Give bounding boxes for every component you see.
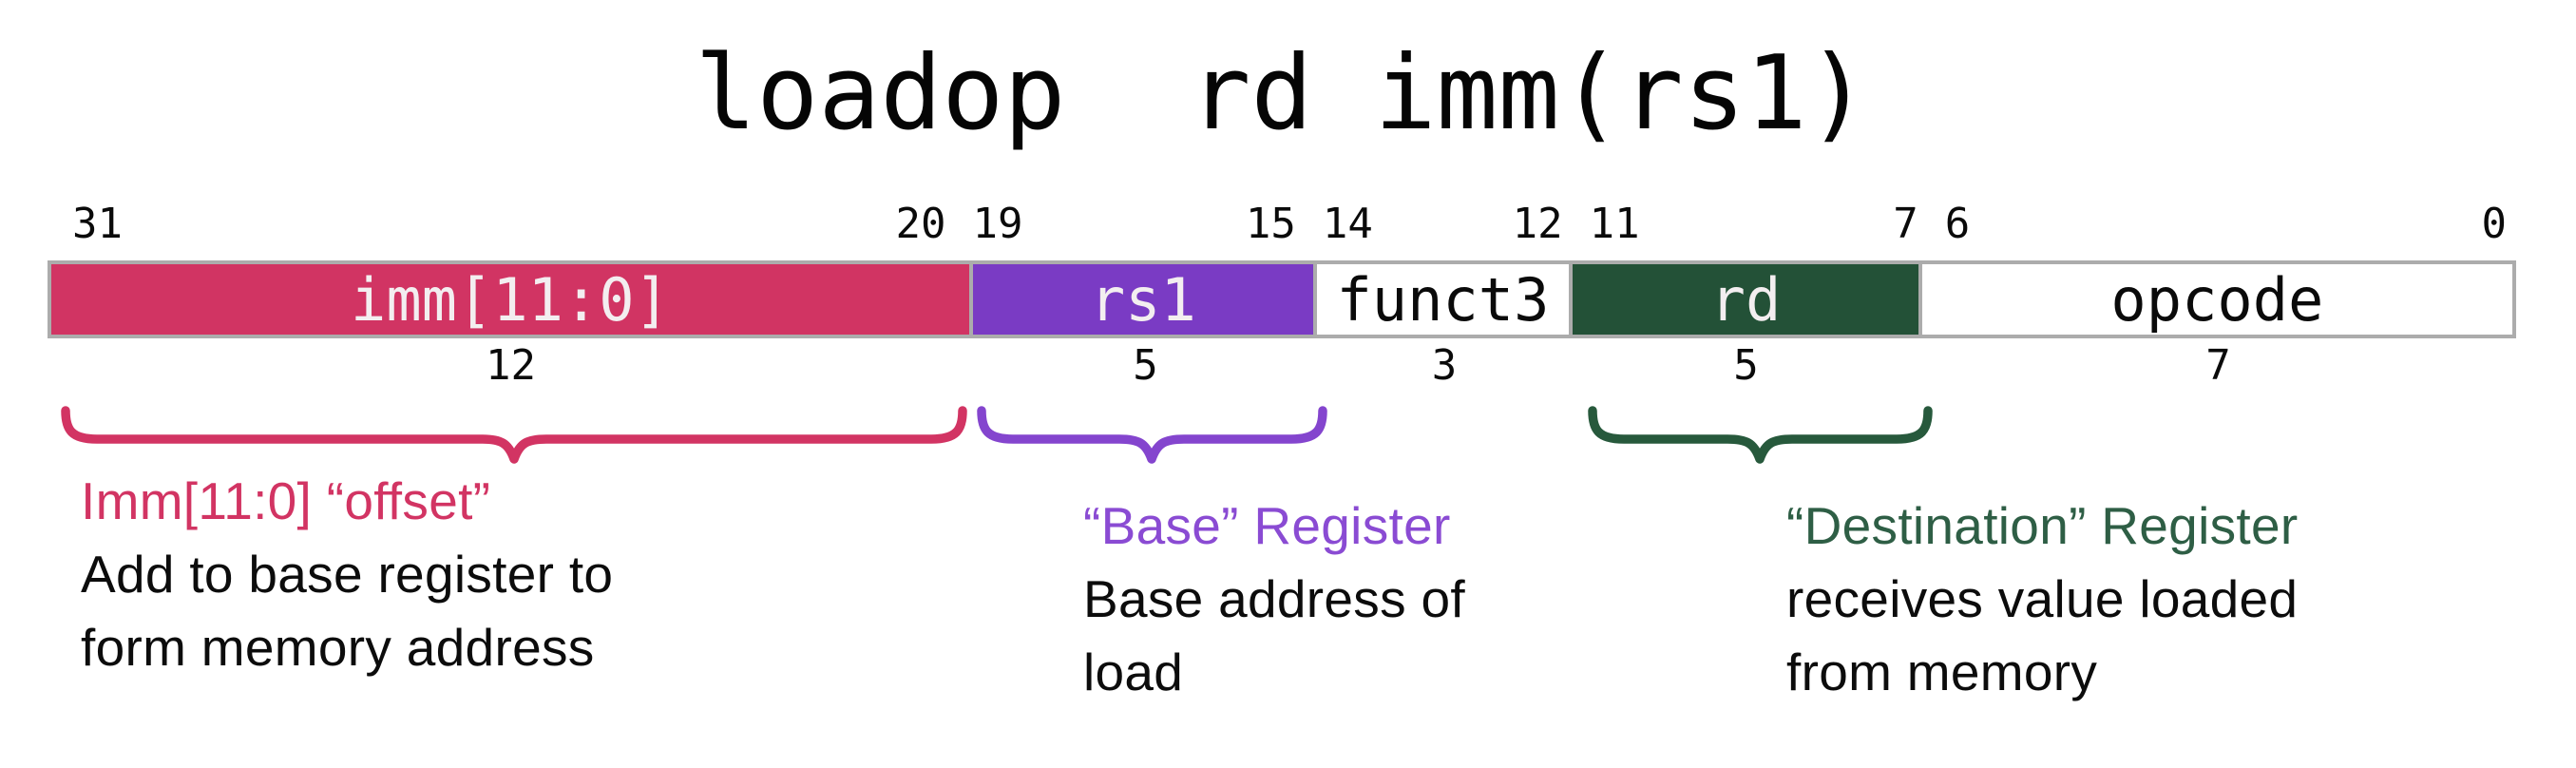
field-funct3: funct3 <box>1312 264 1570 335</box>
rs1-underbrace-icon <box>977 406 1327 464</box>
bit-index-row: 31 20 19 15 14 12 11 7 6 0 <box>48 202 2516 247</box>
annotation-imm-body-line: Add to base register to <box>81 545 614 604</box>
bit-low-opcode: 0 <box>2481 200 2508 248</box>
annotation-imm-body-line: form memory address <box>81 618 595 677</box>
bit-high-rs1: 19 <box>972 200 1023 248</box>
bit-high-imm: 31 <box>72 200 123 248</box>
width-funct3: 3 <box>1431 341 1458 390</box>
annotation-rd-body-line: from memory <box>1786 643 2098 701</box>
bit-low-rs1: 15 <box>1245 200 1296 248</box>
annotation-rd: “Destination” Register receives value lo… <box>1786 489 2566 709</box>
field-imm: imm[11:0] <box>51 264 969 335</box>
width-opcode: 7 <box>2205 341 2231 390</box>
bit-range-opcode: 6 0 <box>1932 202 2516 247</box>
instruction-field-row: imm[11:0] rs1 funct3 rd opcode <box>48 260 2516 338</box>
width-imm: 12 <box>486 341 536 390</box>
bit-range-funct3: 14 12 <box>1309 202 1576 247</box>
bit-high-funct3: 14 <box>1322 200 1373 248</box>
annotation-imm-heading: Imm[11:0] “offset” <box>81 471 491 530</box>
bit-low-funct3: 12 <box>1512 200 1563 248</box>
bit-range-rs1: 19 15 <box>959 202 1308 247</box>
bit-high-rd: 11 <box>1589 200 1640 248</box>
bit-low-imm: 20 <box>895 200 946 248</box>
bit-low-rd: 7 <box>1893 200 1918 248</box>
width-rd: 5 <box>1733 341 1759 390</box>
annotation-rd-body-line: receives value loaded <box>1786 569 2299 628</box>
instruction-syntax-title: loadop rd imm(rs1) <box>695 34 1869 153</box>
annotation-rd-heading: “Destination” Register <box>1786 496 2299 555</box>
field-rd: rd <box>1569 264 1918 335</box>
bit-high-opcode: 6 <box>1944 200 1971 248</box>
bit-width-row: 12 5 3 5 7 <box>48 344 2516 388</box>
annotation-rs1: “Base” Register Base address of load <box>1083 489 1862 709</box>
width-rs1: 5 <box>1133 341 1158 390</box>
annotation-rs1-body-line: load <box>1083 643 1184 701</box>
annotation-rs1-heading: “Base” Register <box>1083 496 1451 555</box>
annotation-imm: Imm[11:0] “offset” Add to base register … <box>81 464 860 684</box>
imm-underbrace-icon <box>61 406 967 464</box>
bit-range-rd: 11 7 <box>1576 202 1932 247</box>
field-rs1: rs1 <box>969 264 1313 335</box>
rd-underbrace-icon <box>1588 406 1933 464</box>
field-opcode: opcode <box>1918 264 2513 335</box>
bit-range-imm: 31 20 <box>48 202 959 247</box>
annotation-rs1-body-line: Base address of <box>1083 569 1465 628</box>
